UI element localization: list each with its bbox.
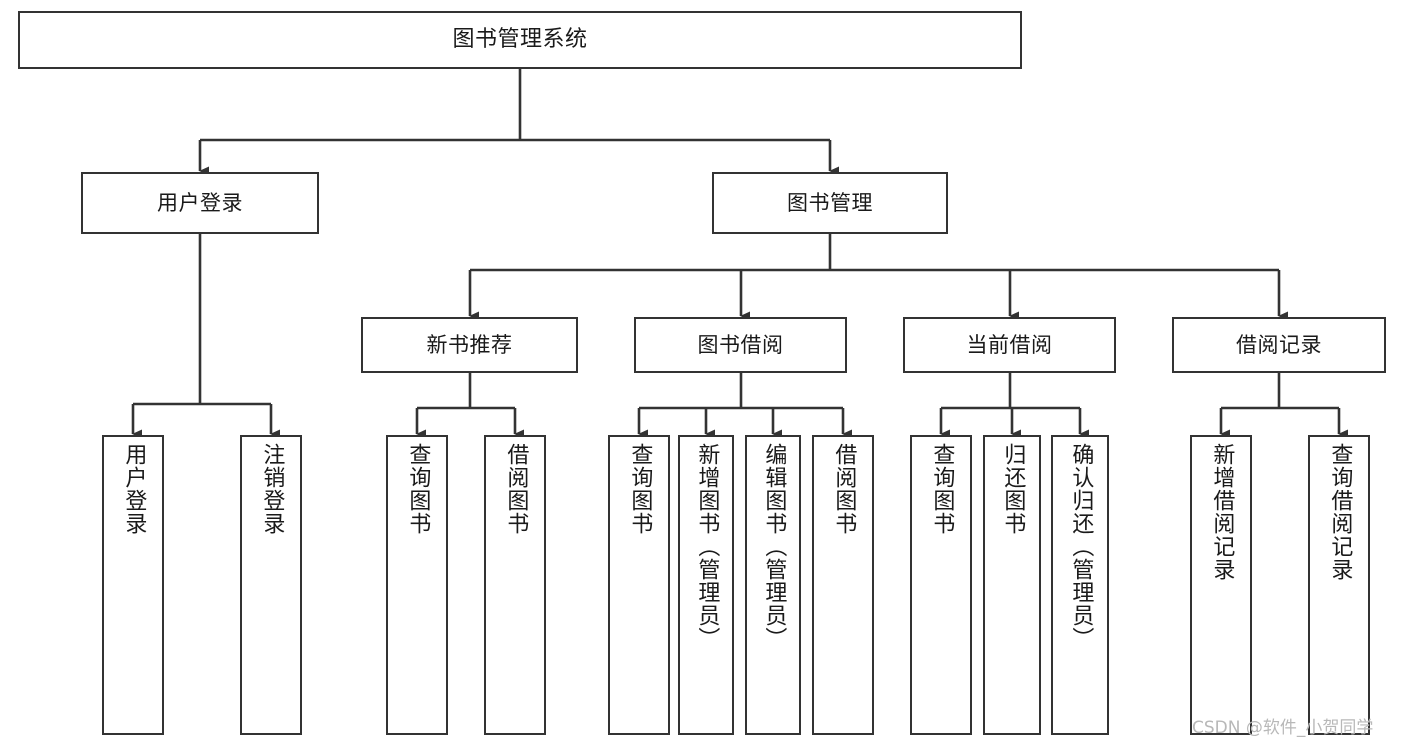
node-leaf-cu-3[interactable]: 确认归还（管理员） bbox=[1051, 435, 1109, 735]
node-leaf-cu-2[interactable]: 归还图书 bbox=[983, 435, 1041, 735]
node-label: 查询图书 bbox=[929, 443, 955, 535]
node-label: 查询图书 bbox=[627, 443, 653, 535]
node-label: 查询图书 bbox=[405, 443, 431, 535]
node-current[interactable]: 当前借阅 bbox=[903, 317, 1116, 373]
node-borrow[interactable]: 图书借阅 bbox=[634, 317, 847, 373]
node-label: 归还图书 bbox=[1000, 443, 1026, 535]
node-label: 新书推荐 bbox=[426, 332, 513, 357]
node-label: 用户登录 bbox=[157, 190, 243, 215]
node-leaf-re-2[interactable]: 查询借阅记录 bbox=[1308, 435, 1370, 735]
node-label: 新增图书（管理员） bbox=[694, 443, 720, 650]
node-label: 注销登录 bbox=[259, 443, 285, 535]
node-bookmgmt[interactable]: 图书管理 bbox=[712, 172, 948, 234]
node-label: 用户登录 bbox=[121, 443, 147, 535]
node-label: 编辑图书（管理员） bbox=[761, 443, 787, 650]
node-label: 借阅图书 bbox=[831, 443, 857, 535]
node-label: 确认归还（管理员） bbox=[1068, 443, 1094, 650]
node-records[interactable]: 借阅记录 bbox=[1172, 317, 1386, 373]
node-label: 图书管理系统 bbox=[452, 27, 588, 53]
node-leaf-nb-1[interactable]: 查询图书 bbox=[386, 435, 448, 735]
node-leaf-nb-2[interactable]: 借阅图书 bbox=[484, 435, 546, 735]
node-label: 图书借阅 bbox=[697, 332, 784, 357]
node-leaf-re-1[interactable]: 新增借阅记录 bbox=[1190, 435, 1252, 735]
node-login[interactable]: 用户登录 bbox=[81, 172, 319, 234]
node-label: 查询借阅记录 bbox=[1327, 443, 1353, 581]
node-label: 借阅图书 bbox=[503, 443, 529, 535]
node-label: 新增借阅记录 bbox=[1209, 443, 1235, 581]
node-root[interactable]: 图书管理系统 bbox=[18, 11, 1022, 69]
node-label: 当前借阅 bbox=[966, 332, 1053, 357]
node-leaf-logout[interactable]: 注销登录 bbox=[240, 435, 302, 735]
node-label: 借阅记录 bbox=[1236, 332, 1322, 357]
csdn-watermark: CSDN @软件_小贺同学 bbox=[1192, 718, 1374, 738]
node-leaf-br-2[interactable]: 新增图书（管理员） bbox=[678, 435, 734, 735]
node-leaf-br-1[interactable]: 查询图书 bbox=[608, 435, 670, 735]
node-label: 图书管理 bbox=[787, 190, 873, 215]
node-leaf-cu-1[interactable]: 查询图书 bbox=[910, 435, 972, 735]
node-leaf-login[interactable]: 用户登录 bbox=[102, 435, 164, 735]
node-leaf-br-3[interactable]: 编辑图书（管理员） bbox=[745, 435, 801, 735]
node-newbook[interactable]: 新书推荐 bbox=[361, 317, 578, 373]
node-leaf-br-4[interactable]: 借阅图书 bbox=[812, 435, 874, 735]
